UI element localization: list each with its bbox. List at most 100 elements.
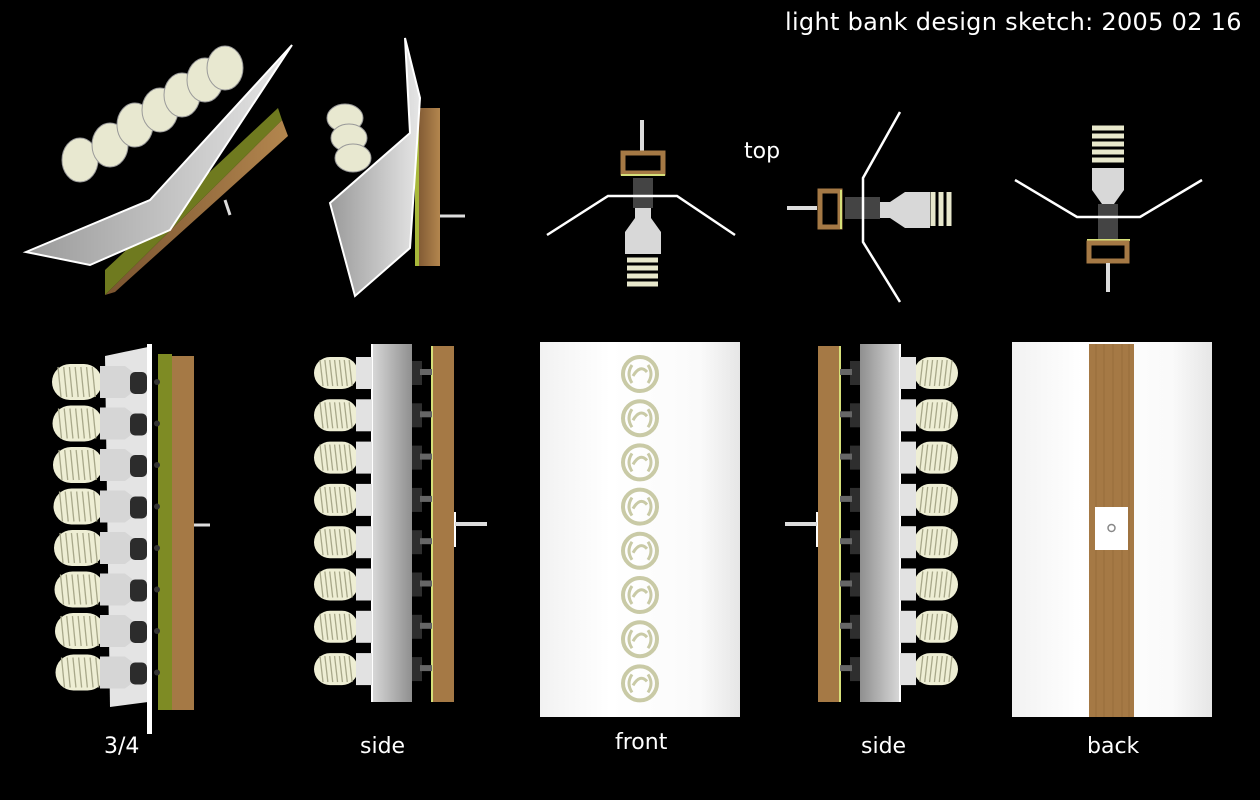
socket xyxy=(850,445,860,470)
bulb-front xyxy=(621,399,659,438)
mount-hole xyxy=(1107,523,1116,533)
top-view-front xyxy=(546,120,736,287)
socket xyxy=(130,496,147,519)
socket xyxy=(850,487,860,512)
top-view-label: top xyxy=(744,139,781,164)
bulb xyxy=(314,483,432,516)
side-elevation-right xyxy=(785,344,958,702)
bulb xyxy=(840,526,958,559)
label-back: back xyxy=(1087,734,1140,759)
bulb-front xyxy=(621,576,659,614)
wood-channel xyxy=(1086,240,1130,264)
bulb-coil xyxy=(627,257,658,287)
bulb xyxy=(52,364,160,400)
socket xyxy=(130,662,147,685)
wood-channel xyxy=(817,188,843,230)
bulb xyxy=(314,399,432,432)
top-view-side xyxy=(787,111,952,303)
bulb-group xyxy=(326,103,372,173)
bulb xyxy=(314,568,432,601)
bulb xyxy=(55,613,160,649)
socket xyxy=(633,178,653,208)
socket xyxy=(130,413,147,436)
socket xyxy=(412,572,422,597)
bulb xyxy=(314,610,432,643)
side-perspective-view xyxy=(326,37,465,298)
wood-rail xyxy=(818,346,840,702)
bulb-group xyxy=(61,45,244,183)
bulb xyxy=(314,653,432,686)
bulb xyxy=(840,568,958,601)
label-front: front xyxy=(615,730,668,755)
socket xyxy=(130,372,147,394)
bulb xyxy=(840,441,958,474)
mount-plate xyxy=(1095,507,1128,550)
reflector-outline xyxy=(861,111,902,303)
three-quarter-perspective-view xyxy=(22,44,293,295)
socket xyxy=(1098,204,1118,239)
bulb xyxy=(840,653,958,686)
side-elevation-left xyxy=(314,344,487,702)
label-side-left: side xyxy=(360,734,406,759)
wood-rail xyxy=(105,120,288,295)
bulb xyxy=(54,571,160,608)
bulb xyxy=(55,654,160,691)
bulb-front xyxy=(621,620,659,659)
reflector xyxy=(22,44,293,267)
socket xyxy=(850,572,860,597)
bulb xyxy=(840,399,958,432)
three-quarter-elevation xyxy=(52,344,210,734)
back-elevation xyxy=(1012,342,1212,717)
socket xyxy=(130,579,147,602)
socket xyxy=(412,530,422,555)
reflector-outline xyxy=(546,194,736,237)
top-view-back xyxy=(1014,125,1203,292)
socket xyxy=(850,657,860,682)
green-strip xyxy=(105,108,282,295)
socket xyxy=(412,361,422,385)
socket xyxy=(412,657,422,682)
mount-pin xyxy=(223,199,232,216)
socket xyxy=(130,455,147,477)
reflector-outline xyxy=(1014,178,1203,219)
socket xyxy=(130,538,147,560)
bulb xyxy=(52,405,160,442)
bulb xyxy=(840,357,958,389)
bulb-front xyxy=(621,355,659,393)
wood-channel xyxy=(620,150,666,176)
bulb xyxy=(314,526,432,559)
bulb xyxy=(314,441,432,474)
socket xyxy=(850,614,860,639)
socket xyxy=(850,403,860,428)
bulb-front xyxy=(621,443,659,482)
bulb-front xyxy=(621,531,659,570)
reflector-edge xyxy=(860,344,900,702)
reflector-edge xyxy=(372,344,412,702)
socket xyxy=(412,403,422,428)
socket xyxy=(850,361,860,385)
wood-rail xyxy=(432,346,454,702)
socket xyxy=(130,621,147,643)
bulb-front xyxy=(621,664,659,703)
label-side-right: side xyxy=(861,734,907,759)
socket xyxy=(850,530,860,555)
bulb-base xyxy=(1092,168,1124,204)
label-three-quarter: 3/4 xyxy=(104,734,140,759)
bulb-coil xyxy=(930,192,952,226)
socket xyxy=(412,487,422,512)
bulb-coil xyxy=(1092,125,1124,163)
wood-rail xyxy=(172,356,194,710)
bulb xyxy=(53,488,160,525)
sketch-title: light bank design sketch: 2005 02 16 xyxy=(785,8,1242,36)
bulb xyxy=(840,610,958,643)
wood-rail xyxy=(415,108,440,266)
bulb-base xyxy=(880,192,930,228)
bulb xyxy=(314,357,432,389)
bulb xyxy=(840,483,958,516)
socket xyxy=(412,445,422,470)
bulb-front xyxy=(621,487,659,526)
green-strip xyxy=(158,354,172,710)
front-elevation xyxy=(540,342,740,717)
reflector-panel xyxy=(540,342,740,717)
bulb xyxy=(53,447,160,483)
